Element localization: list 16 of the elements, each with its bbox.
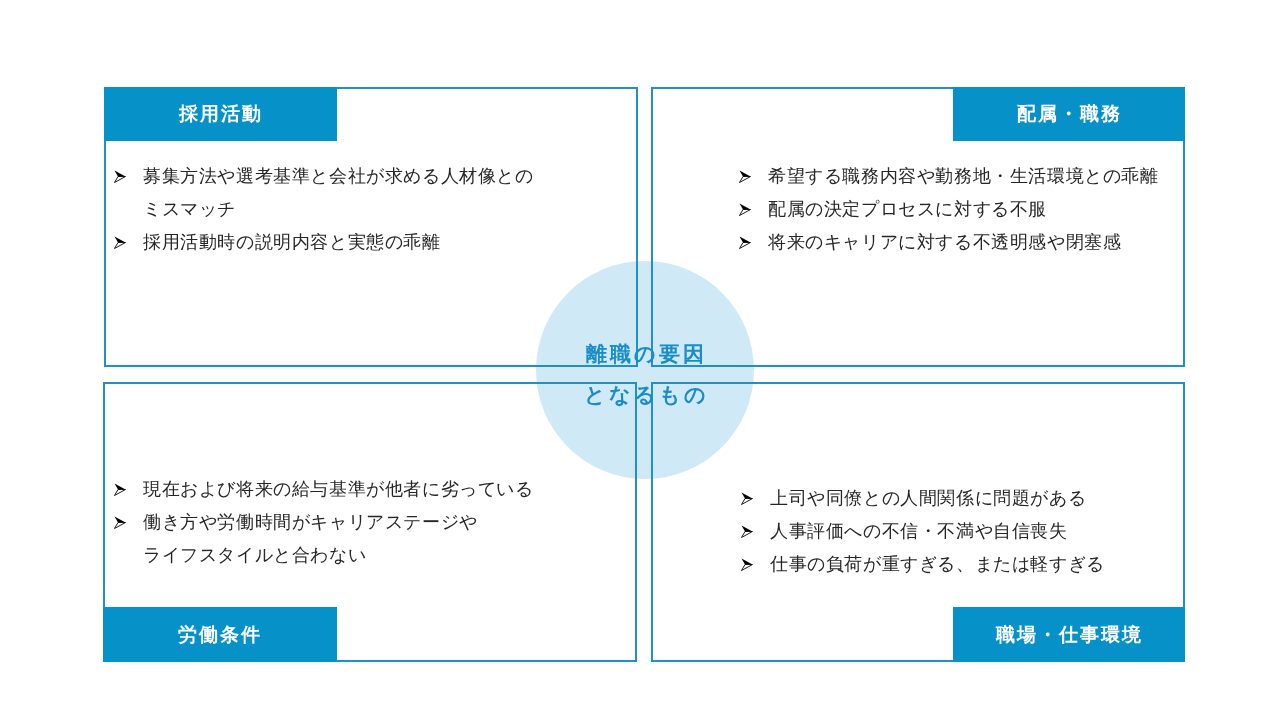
bullet-text: 募集方法や選考基準と会社が求める人材像とのミスマッチ bbox=[143, 165, 535, 221]
category-box bbox=[103, 382, 637, 662]
bullet-text: 配属の決定プロセスに対する不服 bbox=[768, 198, 1047, 221]
category-box bbox=[651, 382, 1185, 662]
bullet-text: 人事評価への不信・不満や自信喪失 bbox=[770, 520, 1068, 543]
heading-tab: 職場・仕事環境 bbox=[953, 607, 1185, 662]
heading-tab: 配属・職務 bbox=[953, 87, 1185, 141]
bullet-text: 将来のキャリアに対する不透明感や閉塞感 bbox=[768, 231, 1122, 254]
bullet-text: 現在および将来の給与基準が他者に劣っている bbox=[143, 478, 534, 501]
heading-tab: 採用活動 bbox=[104, 87, 337, 141]
bullet-text: 採用活動時の説明内容と実態の乖離 bbox=[143, 231, 441, 254]
bullet-text: 仕事の負荷が重すぎる、または軽すぎる bbox=[770, 553, 1105, 576]
heading-tab: 労働条件 bbox=[103, 607, 337, 662]
bullet-text: 上司や同僚との人間関係に問題がある bbox=[770, 487, 1087, 510]
bullet-text: 希望する職務内容や勤務地・生活環境との乖離 bbox=[768, 165, 1159, 188]
bullet-text: 働き方や労働時間がキャリアステージやライフスタイルと合わない bbox=[143, 511, 479, 567]
